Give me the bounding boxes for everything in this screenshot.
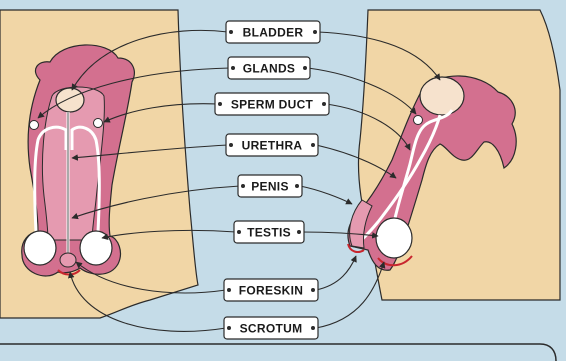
- front-testis-right: [80, 231, 112, 265]
- side-view-figure: [348, 10, 560, 300]
- label-testis: TESTIS: [247, 226, 291, 240]
- front-testis-left: [24, 231, 56, 265]
- front-bladder: [56, 88, 84, 112]
- side-bladder: [420, 77, 464, 115]
- label-foreskin: FORESKIN: [239, 284, 303, 298]
- front-gland-right: [94, 119, 103, 128]
- side-gland: [414, 116, 423, 125]
- label-tag-urethra: URETHRA: [226, 134, 318, 156]
- label-glands: GLANDS: [243, 62, 295, 76]
- label-tag-testis: TESTIS: [234, 221, 304, 243]
- label-tag-sperm-duct: SPERM DUCT: [215, 93, 329, 115]
- label-bladder: BLADDER: [243, 26, 304, 40]
- label-scrotum: SCROTUM: [240, 322, 303, 336]
- label-penis: PENIS: [251, 180, 289, 194]
- label-tag-penis: PENIS: [238, 175, 302, 197]
- label-tag-foreskin: FORESKIN: [224, 279, 318, 301]
- label-sperm-duct: SPERM DUCT: [231, 98, 314, 112]
- front-penis-tip: [60, 253, 76, 267]
- label-tag-glands: GLANDS: [228, 57, 310, 79]
- label-tag-scrotum: SCROTUM: [224, 317, 318, 339]
- front-gland-left: [30, 121, 39, 130]
- front-view-figure: [0, 10, 198, 318]
- label-urethra: URETHRA: [242, 139, 303, 153]
- side-testis: [376, 218, 412, 258]
- label-tag-bladder: BLADDER: [226, 21, 320, 43]
